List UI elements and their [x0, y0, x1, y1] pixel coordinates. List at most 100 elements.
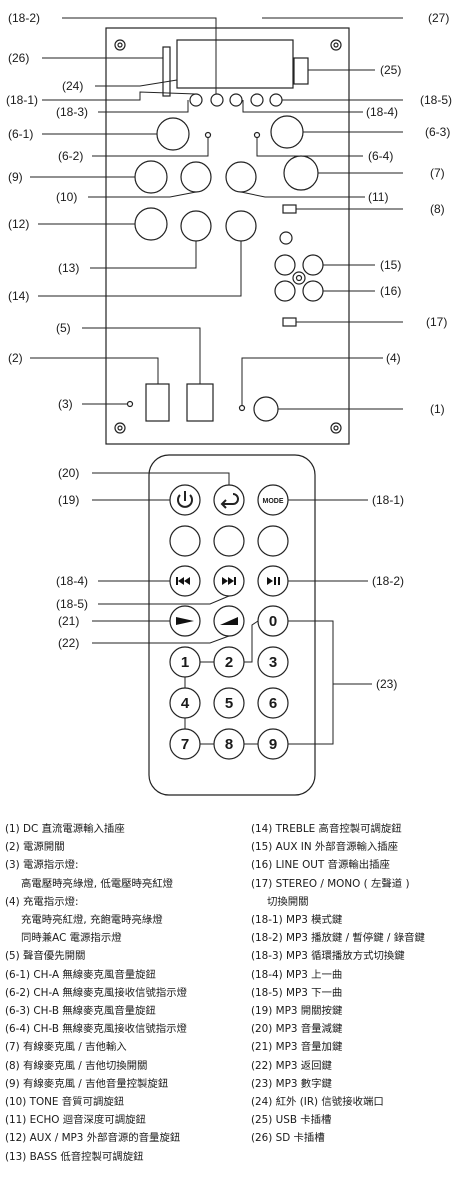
jack-15a[interactable] [274, 254, 296, 276]
legend-item: (10) TONE 音質可調旋鈕 [5, 1096, 125, 1109]
legend-item: (20) MP3 音量減鍵 [251, 1023, 343, 1036]
callout-13: (13) [58, 261, 79, 275]
legend-item: (15) AUX IN 外部音源輸入插座 [251, 841, 399, 854]
callout-18-1-remote: (18-1) [372, 493, 404, 507]
legend-right-column: (14) TREBLE 高音控製可調旋鈕 (15) AUX IN 外部音源輸入插… [251, 820, 461, 1148]
legend-item: (3) 電源指示燈: [5, 859, 79, 872]
legend-item: (26) SD 卡插槽 [251, 1132, 325, 1145]
callout-3: (3) [58, 397, 73, 411]
rear-panel [105, 27, 350, 445]
legend-item: (6-4) CH-B 無線麥克風接收信號指示燈 [5, 1023, 187, 1036]
digit-5-label: 5 [225, 695, 233, 712]
knob-6-3[interactable] [270, 115, 304, 149]
remote-body [148, 454, 316, 796]
switch-8[interactable] [282, 204, 297, 214]
legend-item: (11) ECHO 迴音深度可調旋鈕 [5, 1114, 146, 1127]
callout-18-3: (18-3) [56, 105, 88, 119]
mp3-power-button[interactable] [169, 484, 201, 516]
legend-item: (2) 電源開關 [5, 841, 65, 854]
screw-icon [114, 39, 126, 51]
switch-17[interactable] [282, 317, 297, 327]
knob-11[interactable] [225, 161, 257, 193]
callout-5: (5) [56, 321, 71, 335]
callout-27: (27) [428, 11, 449, 25]
callout-6-4: (6-4) [368, 149, 393, 163]
digit-button-5[interactable] [213, 687, 245, 719]
legend-item: (12) AUX / MP3 外部音源的音量旋鈕 [5, 1132, 181, 1145]
legend-item: (18-2) MP3 播放鍵 / 暫停鍵 / 錄音鍵 [251, 932, 425, 945]
legend-item: (7) 有線麥克風 / 吉他輸入 [5, 1041, 127, 1054]
legend-item-detail: 同時兼AC 電源指示燈 [21, 932, 122, 945]
legend-item: (24) 紅外 (IR) 信號接收端口 [251, 1096, 384, 1109]
jack-15b[interactable] [302, 254, 324, 276]
legend-item: (18-5) MP3 下一曲 [251, 986, 343, 999]
panel-leaders [30, 17, 403, 410]
legend-item-detail: 充電時亮紅燈, 充飽電時亮綠燈 [21, 914, 163, 927]
callout-6-3: (6-3) [425, 125, 450, 139]
mp3-button-18-3[interactable] [210, 93, 224, 107]
callout-15: (15) [380, 258, 401, 272]
digit-3-label: 3 [269, 654, 277, 671]
remote-labels: (20) (19) (18-1) (18-4) (18-2) (18-5) (2… [56, 466, 404, 691]
volume-down-icon [220, 617, 238, 625]
guitar-input-7[interactable] [283, 155, 319, 191]
mp3-button-18-4[interactable] [250, 93, 264, 107]
remote-leaders [92, 472, 372, 745]
jack-center [292, 271, 306, 285]
dc-input-1[interactable] [253, 396, 279, 422]
mp3-button-18-1[interactable] [189, 93, 203, 107]
jack-center-inner [295, 274, 303, 282]
knob-10[interactable] [180, 161, 212, 193]
volume-up-button[interactable] [169, 605, 201, 637]
legend-item: (21) MP3 音量加鍵 [251, 1041, 343, 1054]
sd-card-slot[interactable] [162, 46, 171, 97]
mp3-button-18-2[interactable] [229, 93, 243, 107]
callout-6-2: (6-2) [58, 149, 83, 163]
digit-button-3[interactable] [257, 646, 289, 678]
knob-9[interactable] [134, 160, 168, 194]
callout-4: (4) [386, 351, 401, 365]
callout-17: (17) [426, 315, 447, 329]
blank-button[interactable] [213, 525, 245, 557]
knob-14[interactable] [225, 210, 257, 242]
knob-12[interactable] [134, 207, 168, 241]
mp3-next-button[interactable] [213, 565, 245, 597]
knob-13[interactable] [180, 210, 212, 242]
callout-19: (19) [58, 493, 79, 507]
callout-8: (8) [430, 202, 445, 216]
legend-item-detail: 切換開關 [267, 895, 309, 908]
legend-item: (5) 聲音優先開關 [5, 950, 86, 963]
power-switch-2[interactable] [145, 383, 170, 422]
legend-item: (13) BASS 低音控製可調旋鈕 [5, 1150, 144, 1163]
blank-button[interactable] [169, 525, 201, 557]
legend-item: (9) 有線麥克風 / 吉他音量控製旋鈕 [5, 1077, 169, 1090]
mp3-play-pause-button[interactable] [257, 565, 289, 597]
knob-6-1[interactable] [156, 117, 190, 151]
jack-16b[interactable] [302, 280, 324, 302]
mp3-previous-button[interactable] [169, 565, 201, 597]
return-icon [222, 493, 239, 505]
mp3-return-button[interactable] [213, 484, 245, 516]
indicator-6-4 [253, 131, 261, 139]
legend-item: (23) MP3 數字鍵 [251, 1077, 332, 1090]
callout-18-2: (18-2) [8, 11, 40, 25]
callout-14: (14) [8, 289, 29, 303]
mp3-button-18-5[interactable] [269, 93, 283, 107]
digit-2-label: 2 [225, 654, 233, 671]
callout-9: (9) [8, 170, 23, 184]
usb-card-slot[interactable] [293, 57, 309, 85]
legend-item: (4) 充電指示燈: [5, 895, 79, 908]
legend-item: (25) USB 卡插槽 [251, 1114, 332, 1127]
mode-label: MODE [263, 498, 284, 505]
digit-connectors [184, 620, 259, 745]
legend-item: (18-1) MP3 模式鍵 [251, 914, 343, 927]
digit-button-6[interactable] [257, 687, 289, 719]
blank-button[interactable] [257, 525, 289, 557]
callout-26: (26) [8, 51, 29, 65]
volume-down-button[interactable] [213, 605, 245, 637]
callout-6-1: (6-1) [8, 127, 33, 141]
digit-9-label: 9 [269, 736, 277, 753]
jack-16a[interactable] [274, 280, 296, 302]
priority-switch-5[interactable] [186, 383, 214, 422]
callout-18-5: (18-5) [420, 93, 452, 107]
